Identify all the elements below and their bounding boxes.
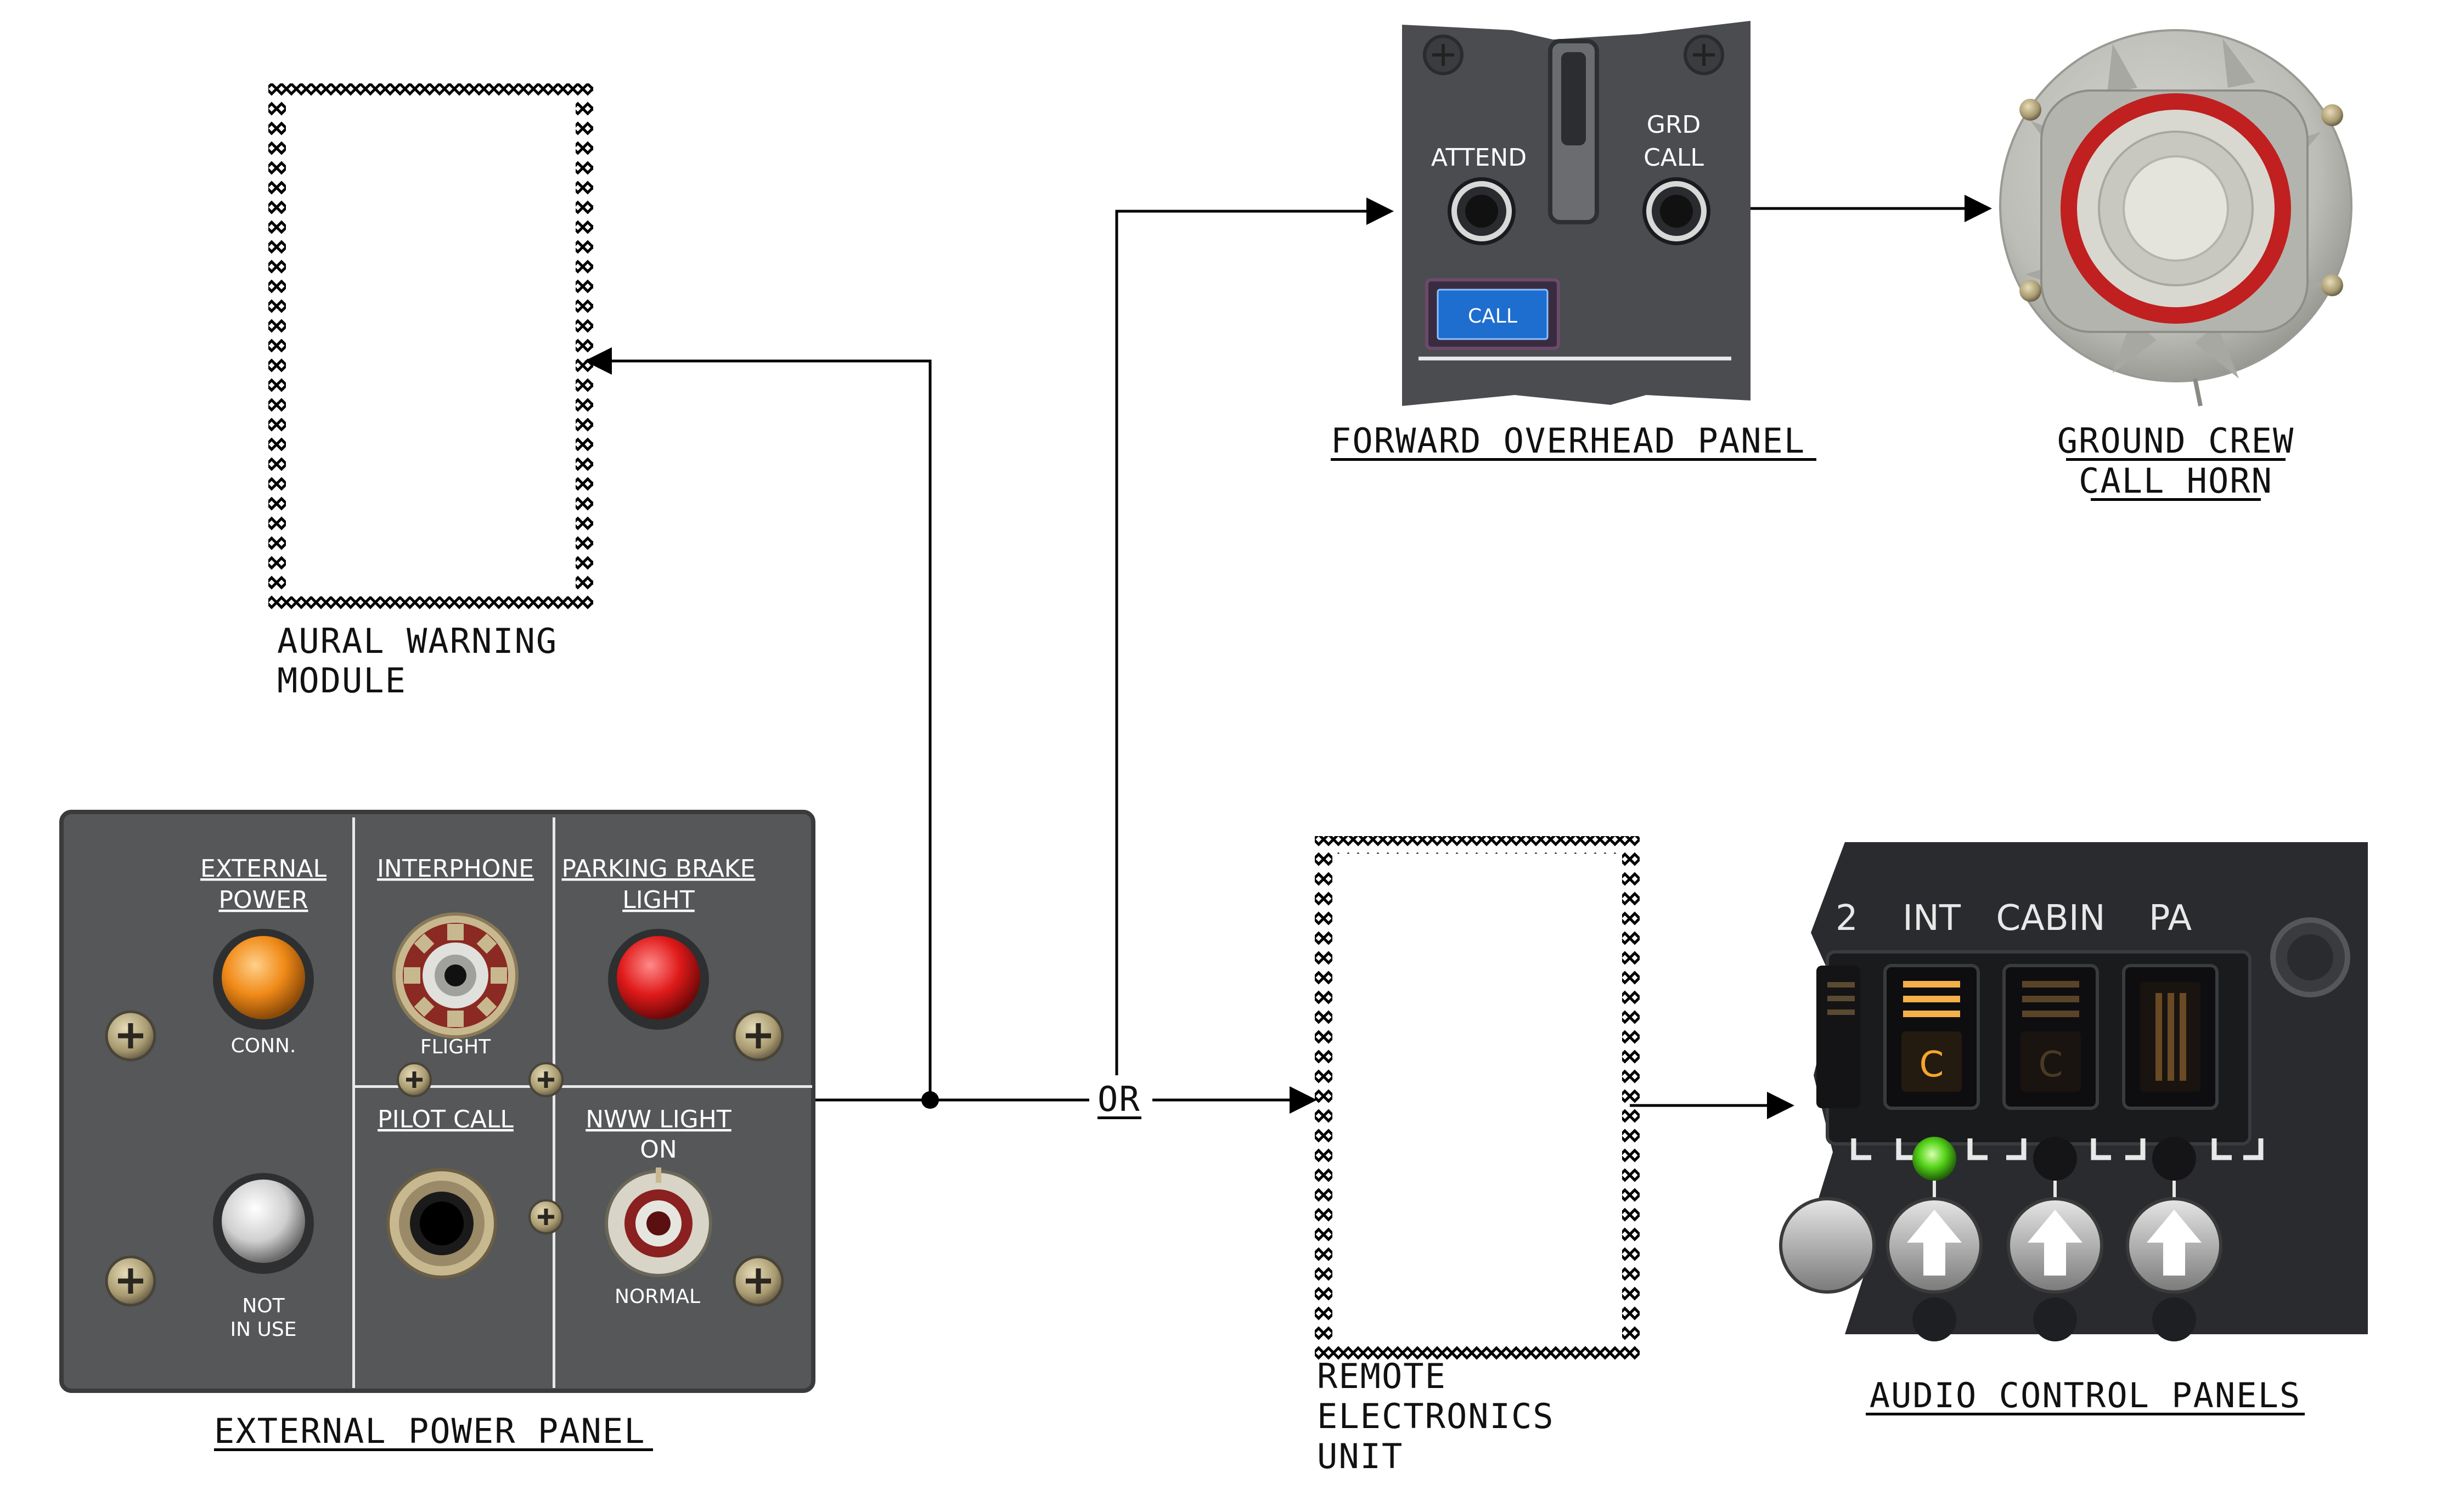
forward-overhead-panel: ATTEND GRD CALL CALL FORWARD OVERHEAD PA… xyxy=(1331,21,1816,461)
screw-icon xyxy=(2321,104,2343,126)
remote-unit-label-2: ELECTRONICS xyxy=(1317,1396,1555,1436)
horn-label-2: CALL HORN xyxy=(2079,461,2273,501)
grd-call-button[interactable] xyxy=(1642,177,1710,245)
not-label: NOT xyxy=(242,1295,285,1317)
not-in-use-light[interactable] xyxy=(213,1173,314,1274)
acp-partial-arrow-button[interactable] xyxy=(1781,1199,1874,1292)
interphone-label: INTERPHONE xyxy=(377,855,534,883)
pilot-call-label: PILOT CALL xyxy=(378,1105,514,1133)
grd-label: GRD xyxy=(1647,111,1701,139)
forward-overhead-caption: FORWARD OVERHEAD PANEL xyxy=(1331,421,1805,461)
screw-icon xyxy=(530,1063,562,1096)
screw-icon xyxy=(106,1257,155,1305)
external-power-label-1: EXTERNAL xyxy=(200,855,327,883)
parking-brake-label-2: LIGHT xyxy=(622,886,695,914)
aural-warning-label-1: AURAL WARNING xyxy=(277,621,558,661)
interphone-jack[interactable] xyxy=(394,914,517,1037)
screw-icon xyxy=(2019,280,2041,302)
attend-label: ATTEND xyxy=(1431,144,1527,172)
screw-icon xyxy=(2321,274,2343,296)
audio-control-panels: 2 INT CABIN PA C C xyxy=(1781,842,2368,1415)
acp-int-indicator-light xyxy=(1912,1137,1956,1181)
horn-underline-2 xyxy=(2091,498,2261,501)
aural-warning-module: AURAL WARNING MODULE xyxy=(277,92,584,701)
screw-icon xyxy=(398,1063,431,1096)
or-underline xyxy=(1097,1116,1141,1119)
screw-icon xyxy=(106,1012,155,1060)
normal-label: NORMAL xyxy=(615,1285,700,1308)
nww-light-label: NWW LIGHT xyxy=(586,1105,731,1133)
acp-int-c-label: C xyxy=(1920,1045,1944,1085)
remote-unit-label-3: UNIT xyxy=(1317,1436,1403,1476)
screw-icon xyxy=(734,1012,783,1060)
pilot-call-button[interactable] xyxy=(388,1170,496,1277)
acp-cabin-switch[interactable]: C xyxy=(2004,966,2097,1108)
conn-label: CONN. xyxy=(231,1035,296,1057)
panel-divider xyxy=(1419,357,1731,360)
acp-int-volume-button[interactable] xyxy=(1888,1199,1981,1292)
parking-brake-light[interactable] xyxy=(608,929,709,1030)
aural-warning-label-2: MODULE xyxy=(277,661,407,701)
or-label: OR xyxy=(1097,1079,1141,1119)
screw-icon xyxy=(2019,99,2041,121)
acp-partial-label: 2 xyxy=(1836,898,1858,939)
acp-int-label: INT xyxy=(1903,898,1961,939)
audio-control-underline xyxy=(1866,1413,2305,1415)
ground-crew-call-horn: GROUND CREW CALL HORN xyxy=(2000,30,2351,501)
call-button-label: CALL xyxy=(1468,305,1517,328)
screw-icon xyxy=(530,1200,562,1233)
external-power-caption: EXTERNAL POWER PANEL xyxy=(214,1411,646,1451)
remote-electronics-unit: REMOTE ELECTRONICS UNIT xyxy=(1317,845,1631,1476)
external-power-panel: EXTERNAL POWER CONN. NOT IN USE INTERPHO… xyxy=(61,812,813,1451)
acp-cabin-c-label: C xyxy=(2039,1045,2063,1085)
external-power-label-2: POWER xyxy=(218,886,308,914)
acp-pa-switch[interactable] xyxy=(2124,966,2217,1108)
acp-cabin-volume-button[interactable] xyxy=(2008,1199,2102,1292)
screw-icon xyxy=(734,1257,783,1305)
acp-pa-label: PA xyxy=(2149,898,2192,939)
in-use-label: IN USE xyxy=(230,1318,297,1341)
nww-on-label: ON xyxy=(640,1136,677,1164)
call-button[interactable]: CALL xyxy=(1427,280,1558,348)
grd-call-label: CALL xyxy=(1643,144,1704,172)
horn-label-1: GROUND CREW xyxy=(2057,421,2295,461)
forward-overhead-underline xyxy=(1331,458,1816,461)
acp-cabin-label: CABIN xyxy=(1996,898,2105,939)
remote-unit-label-1: REMOTE xyxy=(1317,1356,1446,1396)
audio-control-caption: AUDIO CONTROL PANELS xyxy=(1870,1375,2301,1415)
acp-int-switch[interactable]: C xyxy=(1885,966,1978,1108)
acp-cabin-indicator-light xyxy=(2033,1137,2077,1181)
junction-dot xyxy=(921,1091,939,1109)
external-power-conn-light[interactable] xyxy=(213,929,314,1030)
line-or-to-forward-overhead xyxy=(1117,211,1391,1075)
attend-button[interactable] xyxy=(1448,177,1516,245)
parking-brake-label-1: PARKING BRAKE xyxy=(562,855,756,883)
acp-pa-volume-button[interactable] xyxy=(2127,1199,2221,1292)
acp-pa-indicator-light xyxy=(2152,1137,2196,1181)
external-power-underline xyxy=(214,1448,653,1451)
flight-label: FLIGHT xyxy=(420,1036,491,1058)
